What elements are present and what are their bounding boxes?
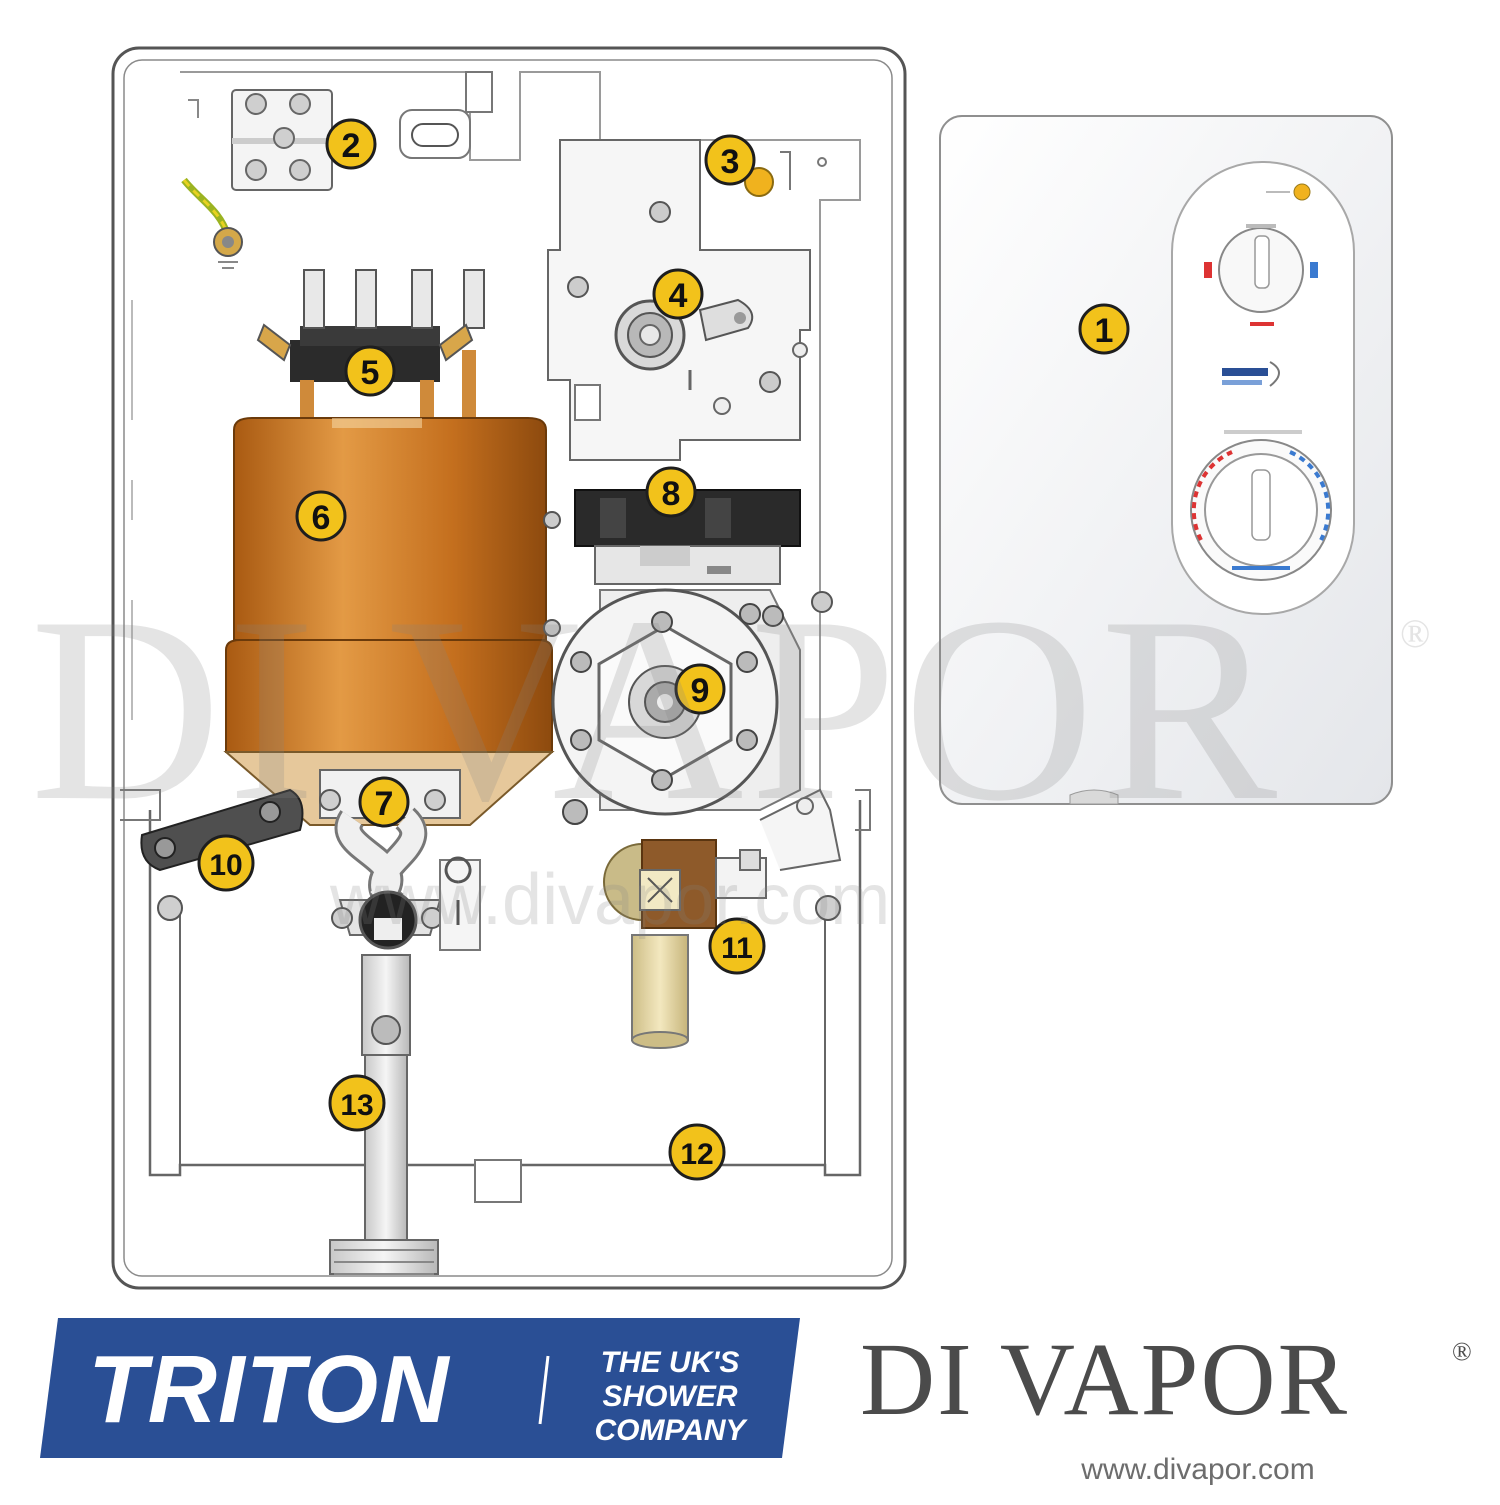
callout-4: 4 — [652, 268, 704, 320]
heater-tank — [223, 417, 555, 826]
svg-text:12: 12 — [680, 1138, 713, 1171]
callout-8: 8 — [645, 466, 697, 518]
front-cover — [939, 115, 1393, 805]
callout-2: 2 — [325, 118, 377, 170]
svg-text:11: 11 — [721, 932, 753, 965]
svg-text:7: 7 — [375, 785, 394, 823]
callout-6: 6 — [295, 490, 347, 542]
svg-text:10: 10 — [209, 849, 242, 882]
svg-text:2: 2 — [342, 127, 361, 165]
callout-3: 3 — [704, 134, 756, 186]
svg-text:1: 1 — [1095, 312, 1114, 350]
callouts: 2 3 4 1 5 8 6 9 — [197, 118, 1130, 1181]
triton-wordmark: TRITON — [88, 1336, 450, 1443]
svg-text:4: 4 — [669, 277, 688, 315]
divapor-logo-name: DI VAPOR — [860, 1322, 1349, 1437]
divapor-registered-mark: ® — [1452, 1337, 1472, 1366]
outlet-pipe — [319, 769, 481, 1275]
callout-12: 12 — [668, 1123, 726, 1181]
triton-tagline-line-2: SHOWER — [602, 1380, 738, 1413]
svg-text:5: 5 — [361, 354, 380, 392]
svg-text:8: 8 — [662, 475, 681, 513]
triton-tagline-line-3: COMPANY — [594, 1414, 746, 1447]
triton-tagline-line-1: THE UK'S — [600, 1346, 740, 1379]
divapor-website-link[interactable]: www.divapor.com — [1081, 1453, 1315, 1486]
triton-divider — [538, 1355, 550, 1425]
svg-text:13: 13 — [340, 1089, 373, 1122]
heater-terminals — [256, 269, 485, 420]
callout-13: 13 — [328, 1074, 386, 1132]
callout-9: 9 — [674, 663, 726, 715]
callout-7: 7 — [358, 776, 410, 828]
callout-11: 11 — [708, 917, 766, 975]
svg-text:3: 3 — [721, 143, 740, 181]
callout-1: 1 — [1078, 303, 1130, 355]
triton-banner — [40, 1318, 800, 1458]
terminal-block — [188, 89, 333, 191]
callout-10: 10 — [197, 834, 255, 892]
callout-5: 5 — [344, 345, 396, 397]
solenoid-valve — [603, 839, 767, 1049]
inlet-bracket — [140, 788, 841, 921]
stabiliser-valve — [551, 588, 842, 871]
svg-text:6: 6 — [312, 499, 331, 537]
svg-text:9: 9 — [691, 672, 710, 710]
earth-wire — [181, 177, 243, 269]
